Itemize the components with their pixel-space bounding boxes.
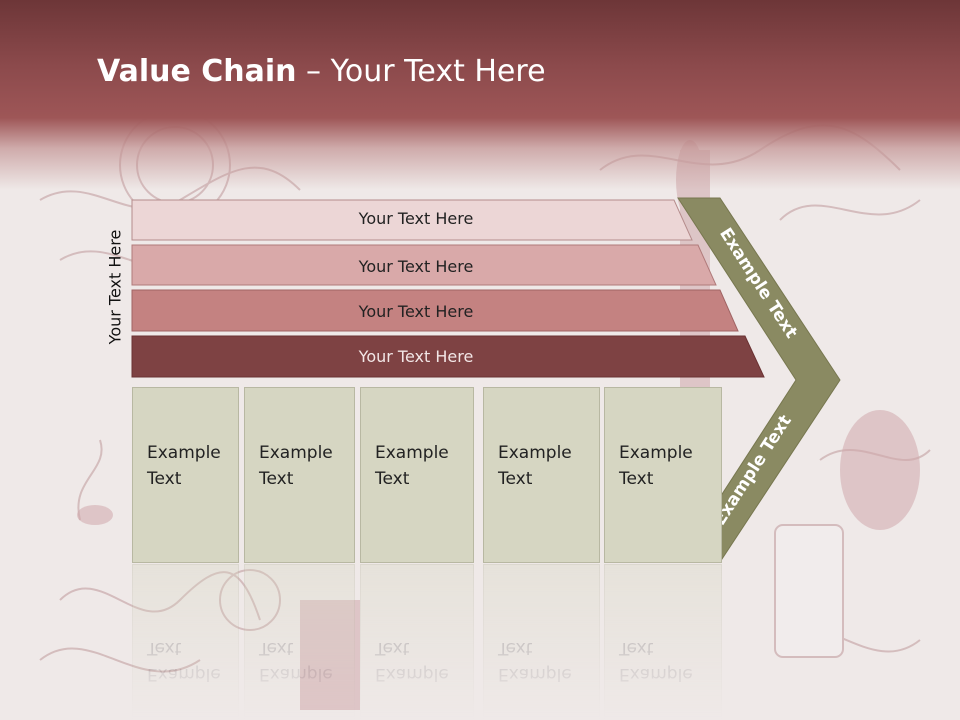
box-4-line-1: Example <box>498 443 572 463</box>
box-3-line-1: Example <box>375 443 449 463</box>
reflection-box-5: Example Text <box>604 564 722 720</box>
reflection-box-4-line-1: Example <box>498 664 572 684</box>
title-rest-part: – Your Text Here <box>296 54 546 89</box>
example-box-4: Example Text <box>483 387 600 563</box>
reflection-box-4: Example Text <box>483 564 600 720</box>
reflection-box-5-line-2: Text <box>619 638 654 658</box>
box-2-line-2: Text <box>259 469 294 489</box>
box-1-line-1: Example <box>147 443 221 463</box>
reflection-box-2: Example Text <box>244 564 355 720</box>
example-box-1: Example Text <box>132 387 239 563</box>
box-4-line-2: Text <box>498 469 533 489</box>
example-box-3: Example Text <box>360 387 474 563</box>
reflection-box-3: Example Text <box>360 564 474 720</box>
reflection-box-1-line-2: Text <box>147 638 182 658</box>
box-2-line-1: Example <box>259 443 333 463</box>
reflection-box-4-line-2: Text <box>498 638 533 658</box>
box-3-line-2: Text <box>375 469 410 489</box>
reflection-box-2-line-1: Example <box>259 664 333 684</box>
reflection-box-1-line-1: Example <box>147 664 221 684</box>
header-band <box>0 0 960 190</box>
bar-1-label: Your Text Here <box>358 209 474 228</box>
bar-4-label: Your Text Here <box>358 347 474 366</box>
reflection-box-1: Example Text <box>132 564 239 720</box>
bar-1 <box>131 199 693 241</box>
bar-3 <box>131 289 739 332</box>
example-box-2: Example Text <box>244 387 355 563</box>
title-bold-part: Value Chain <box>97 54 297 89</box>
box-5-line-2: Text <box>619 469 654 489</box>
bar-4 <box>131 335 765 378</box>
bar-2-label: Your Text Here <box>358 257 474 276</box>
reflection-box-3-line-1: Example <box>375 664 449 684</box>
box-5-line-1: Example <box>619 443 693 463</box>
bar-2 <box>131 244 717 286</box>
slide-title: Value Chain – Your Text Here <box>97 54 546 89</box>
reflection-box-2-line-2: Text <box>259 638 294 658</box>
example-box-5: Example Text <box>604 387 722 563</box>
reflection-box-5-line-1: Example <box>619 664 693 684</box>
box-1-line-2: Text <box>147 469 182 489</box>
bar-3-label: Your Text Here <box>358 302 474 321</box>
boxes-reflection: Example Text Example Text Example Text E… <box>0 564 960 720</box>
reflection-box-3-line-2: Text <box>375 638 410 658</box>
